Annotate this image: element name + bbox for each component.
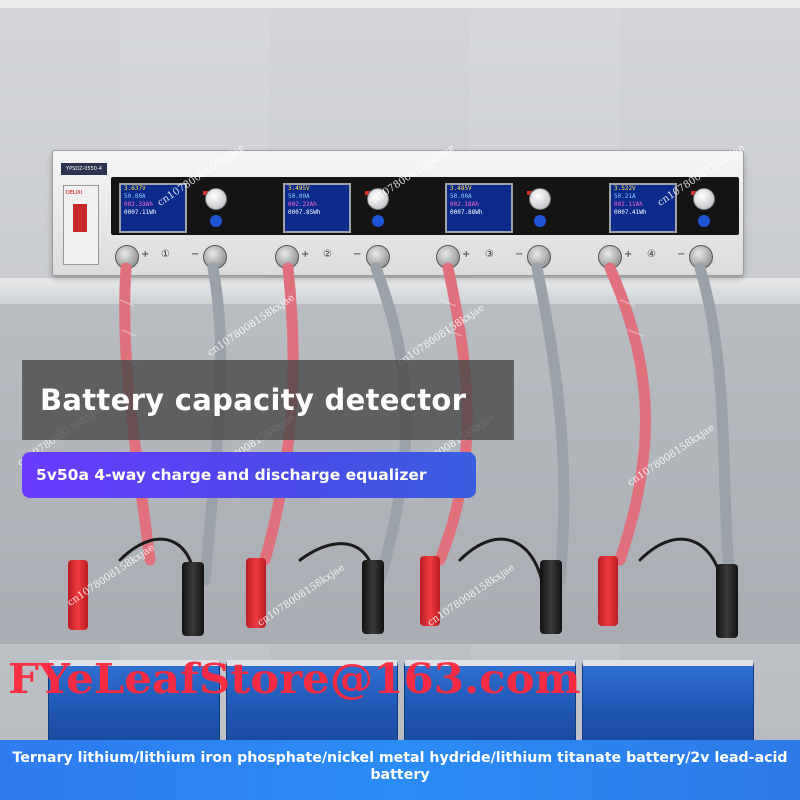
bottom-banner bbox=[0, 740, 800, 800]
cable-wrap-highlight bbox=[627, 329, 645, 337]
store-email-watermark: FYeLeafStore@163.com bbox=[8, 655, 581, 703]
screen-current: 50.00A bbox=[288, 193, 310, 200]
channel-number: ④ bbox=[647, 249, 656, 260]
channel-4-screen: 3.522V 50.21A 002.11Ah 0007.41Wh bbox=[609, 183, 677, 233]
screen-energy: 0007.41Wh bbox=[614, 209, 647, 216]
button-icon bbox=[534, 215, 546, 227]
plus-mark: + bbox=[141, 249, 150, 260]
screen-current: 50.00A bbox=[450, 193, 472, 200]
screen-energy: 0007.11Wh bbox=[124, 209, 157, 216]
screen-energy: 0007.88Wh bbox=[450, 209, 483, 216]
button-icon bbox=[372, 215, 384, 227]
red-clamp bbox=[246, 558, 266, 628]
channel-1-screen: 3.637V 50.00A 002.33Ah 0007.11Wh bbox=[119, 183, 187, 233]
positive-terminal bbox=[275, 245, 299, 269]
headline-box bbox=[22, 360, 514, 440]
plus-mark: + bbox=[624, 249, 633, 260]
model-plate: YPSDZ-0550-4 bbox=[61, 163, 107, 175]
gray-cable bbox=[694, 262, 736, 586]
gray-cable bbox=[531, 262, 570, 586]
cable-wrap-highlight bbox=[121, 329, 137, 337]
screen-current: 50.21A bbox=[614, 193, 636, 200]
black-clamp bbox=[182, 562, 204, 636]
minus-mark: − bbox=[353, 249, 362, 260]
button-icon bbox=[210, 215, 222, 227]
channel-number: ② bbox=[323, 249, 332, 260]
subheadline-pill bbox=[22, 452, 476, 498]
screen-energy: 0007.85Wh bbox=[288, 209, 321, 216]
minus-mark: − bbox=[677, 249, 686, 260]
battery-cell bbox=[582, 660, 754, 746]
knob-icon bbox=[529, 188, 551, 210]
button-icon bbox=[698, 215, 710, 227]
knob-icon bbox=[693, 188, 715, 210]
channel-number: ① bbox=[161, 249, 170, 260]
shelf bbox=[0, 278, 800, 304]
battery-types-caption: Ternary lithium/lithium iron phosphate/n… bbox=[12, 750, 788, 783]
subheadline: 5v50a 4-way charge and discharge equaliz… bbox=[36, 466, 427, 484]
screen-voltage: 3.637V bbox=[124, 185, 146, 192]
channel-2-screen: 3.495V 50.00A 002.22Ah 0007.85Wh bbox=[283, 183, 351, 233]
screen-capacity: 002.18Ah bbox=[450, 201, 479, 208]
screen-voltage: 3.485V bbox=[450, 185, 472, 192]
channel-3-screen: 3.485V 50.00A 002.18Ah 0007.88Wh bbox=[445, 183, 513, 233]
cable-wrap-highlight bbox=[119, 299, 135, 307]
minus-mark: − bbox=[191, 249, 200, 260]
battery-tester-device: YPSDZ-0550-4 DELIXI 3.637V 50.00A 002.33… bbox=[52, 150, 744, 276]
screen-capacity: 002.11Ah bbox=[614, 201, 643, 208]
red-clamp bbox=[420, 556, 440, 626]
black-clamp bbox=[540, 560, 562, 634]
knob-icon bbox=[367, 188, 389, 210]
minus-mark: − bbox=[515, 249, 524, 260]
circuit-breaker: DELIXI bbox=[63, 185, 99, 265]
channel-number: ③ bbox=[485, 249, 494, 260]
screen-current: 50.00A bbox=[124, 193, 146, 200]
breaker-switch bbox=[73, 204, 87, 232]
red-cable bbox=[604, 262, 651, 566]
knob-icon bbox=[205, 188, 227, 210]
ceiling-frame bbox=[0, 0, 800, 8]
red-clamp bbox=[68, 560, 88, 630]
battery-cell bbox=[226, 660, 398, 746]
screen-capacity: 002.22Ah bbox=[288, 201, 317, 208]
plus-mark: + bbox=[462, 249, 471, 260]
black-lead bbox=[638, 537, 727, 602]
screen-voltage: 3.522V bbox=[614, 185, 636, 192]
black-clamp bbox=[362, 560, 384, 634]
cable-wrap-highlight bbox=[445, 329, 463, 337]
front-panel: 3.637V 50.00A 002.33Ah 0007.11Wh 3.495V … bbox=[111, 177, 739, 235]
battery-cell bbox=[48, 660, 220, 746]
screen-capacity: 002.33Ah bbox=[124, 201, 153, 208]
cable-wrap-highlight bbox=[439, 299, 457, 307]
red-clamp bbox=[598, 556, 618, 626]
black-clamp bbox=[716, 564, 738, 638]
screen-voltage: 3.495V bbox=[288, 185, 310, 192]
headline: Battery capacity detector bbox=[40, 383, 467, 417]
breaker-brand: DELIXI bbox=[66, 190, 83, 196]
battery-cell bbox=[404, 660, 576, 746]
cable-wrap-highlight bbox=[619, 299, 637, 307]
plus-mark: + bbox=[301, 249, 310, 260]
